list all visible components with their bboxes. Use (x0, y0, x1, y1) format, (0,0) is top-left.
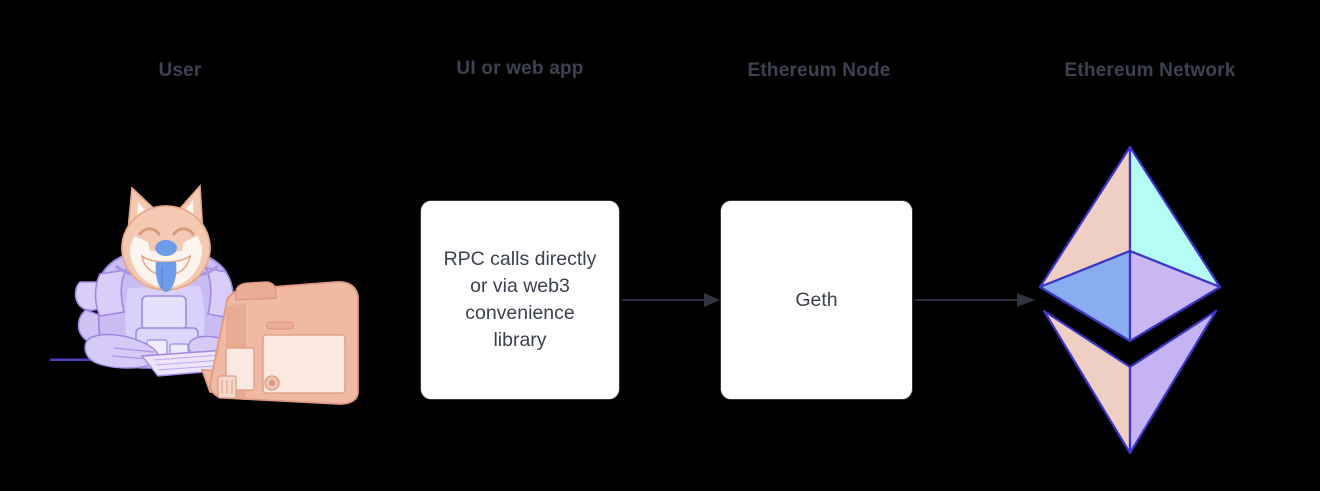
retro-computer (200, 281, 359, 405)
eth-lower-right-face (1128, 309, 1218, 455)
doge-head (121, 184, 211, 292)
user-doge-computer-illustration (50, 170, 370, 410)
heading-user: User (158, 60, 202, 81)
box-geth-label: Geth (795, 288, 838, 311)
heading-ethereum-network: Ethereum Network (1064, 60, 1236, 81)
eth-mid-right-face (1128, 249, 1222, 343)
heading-ui-or-web-app: UI or web app (456, 58, 584, 79)
box-geth[interactable]: Geth (720, 200, 913, 400)
heading-ethereum-node: Ethereum Node (747, 60, 891, 81)
arrow-node-to-network (915, 293, 1035, 307)
box-rpc-calls-label: RPC calls directly or via web3 convenien… (443, 248, 597, 351)
ethereum-logo (1030, 145, 1230, 455)
arrow-ui-to-node (622, 293, 720, 307)
box-rpc-calls[interactable]: RPC calls directly or via web3 convenien… (420, 200, 620, 400)
